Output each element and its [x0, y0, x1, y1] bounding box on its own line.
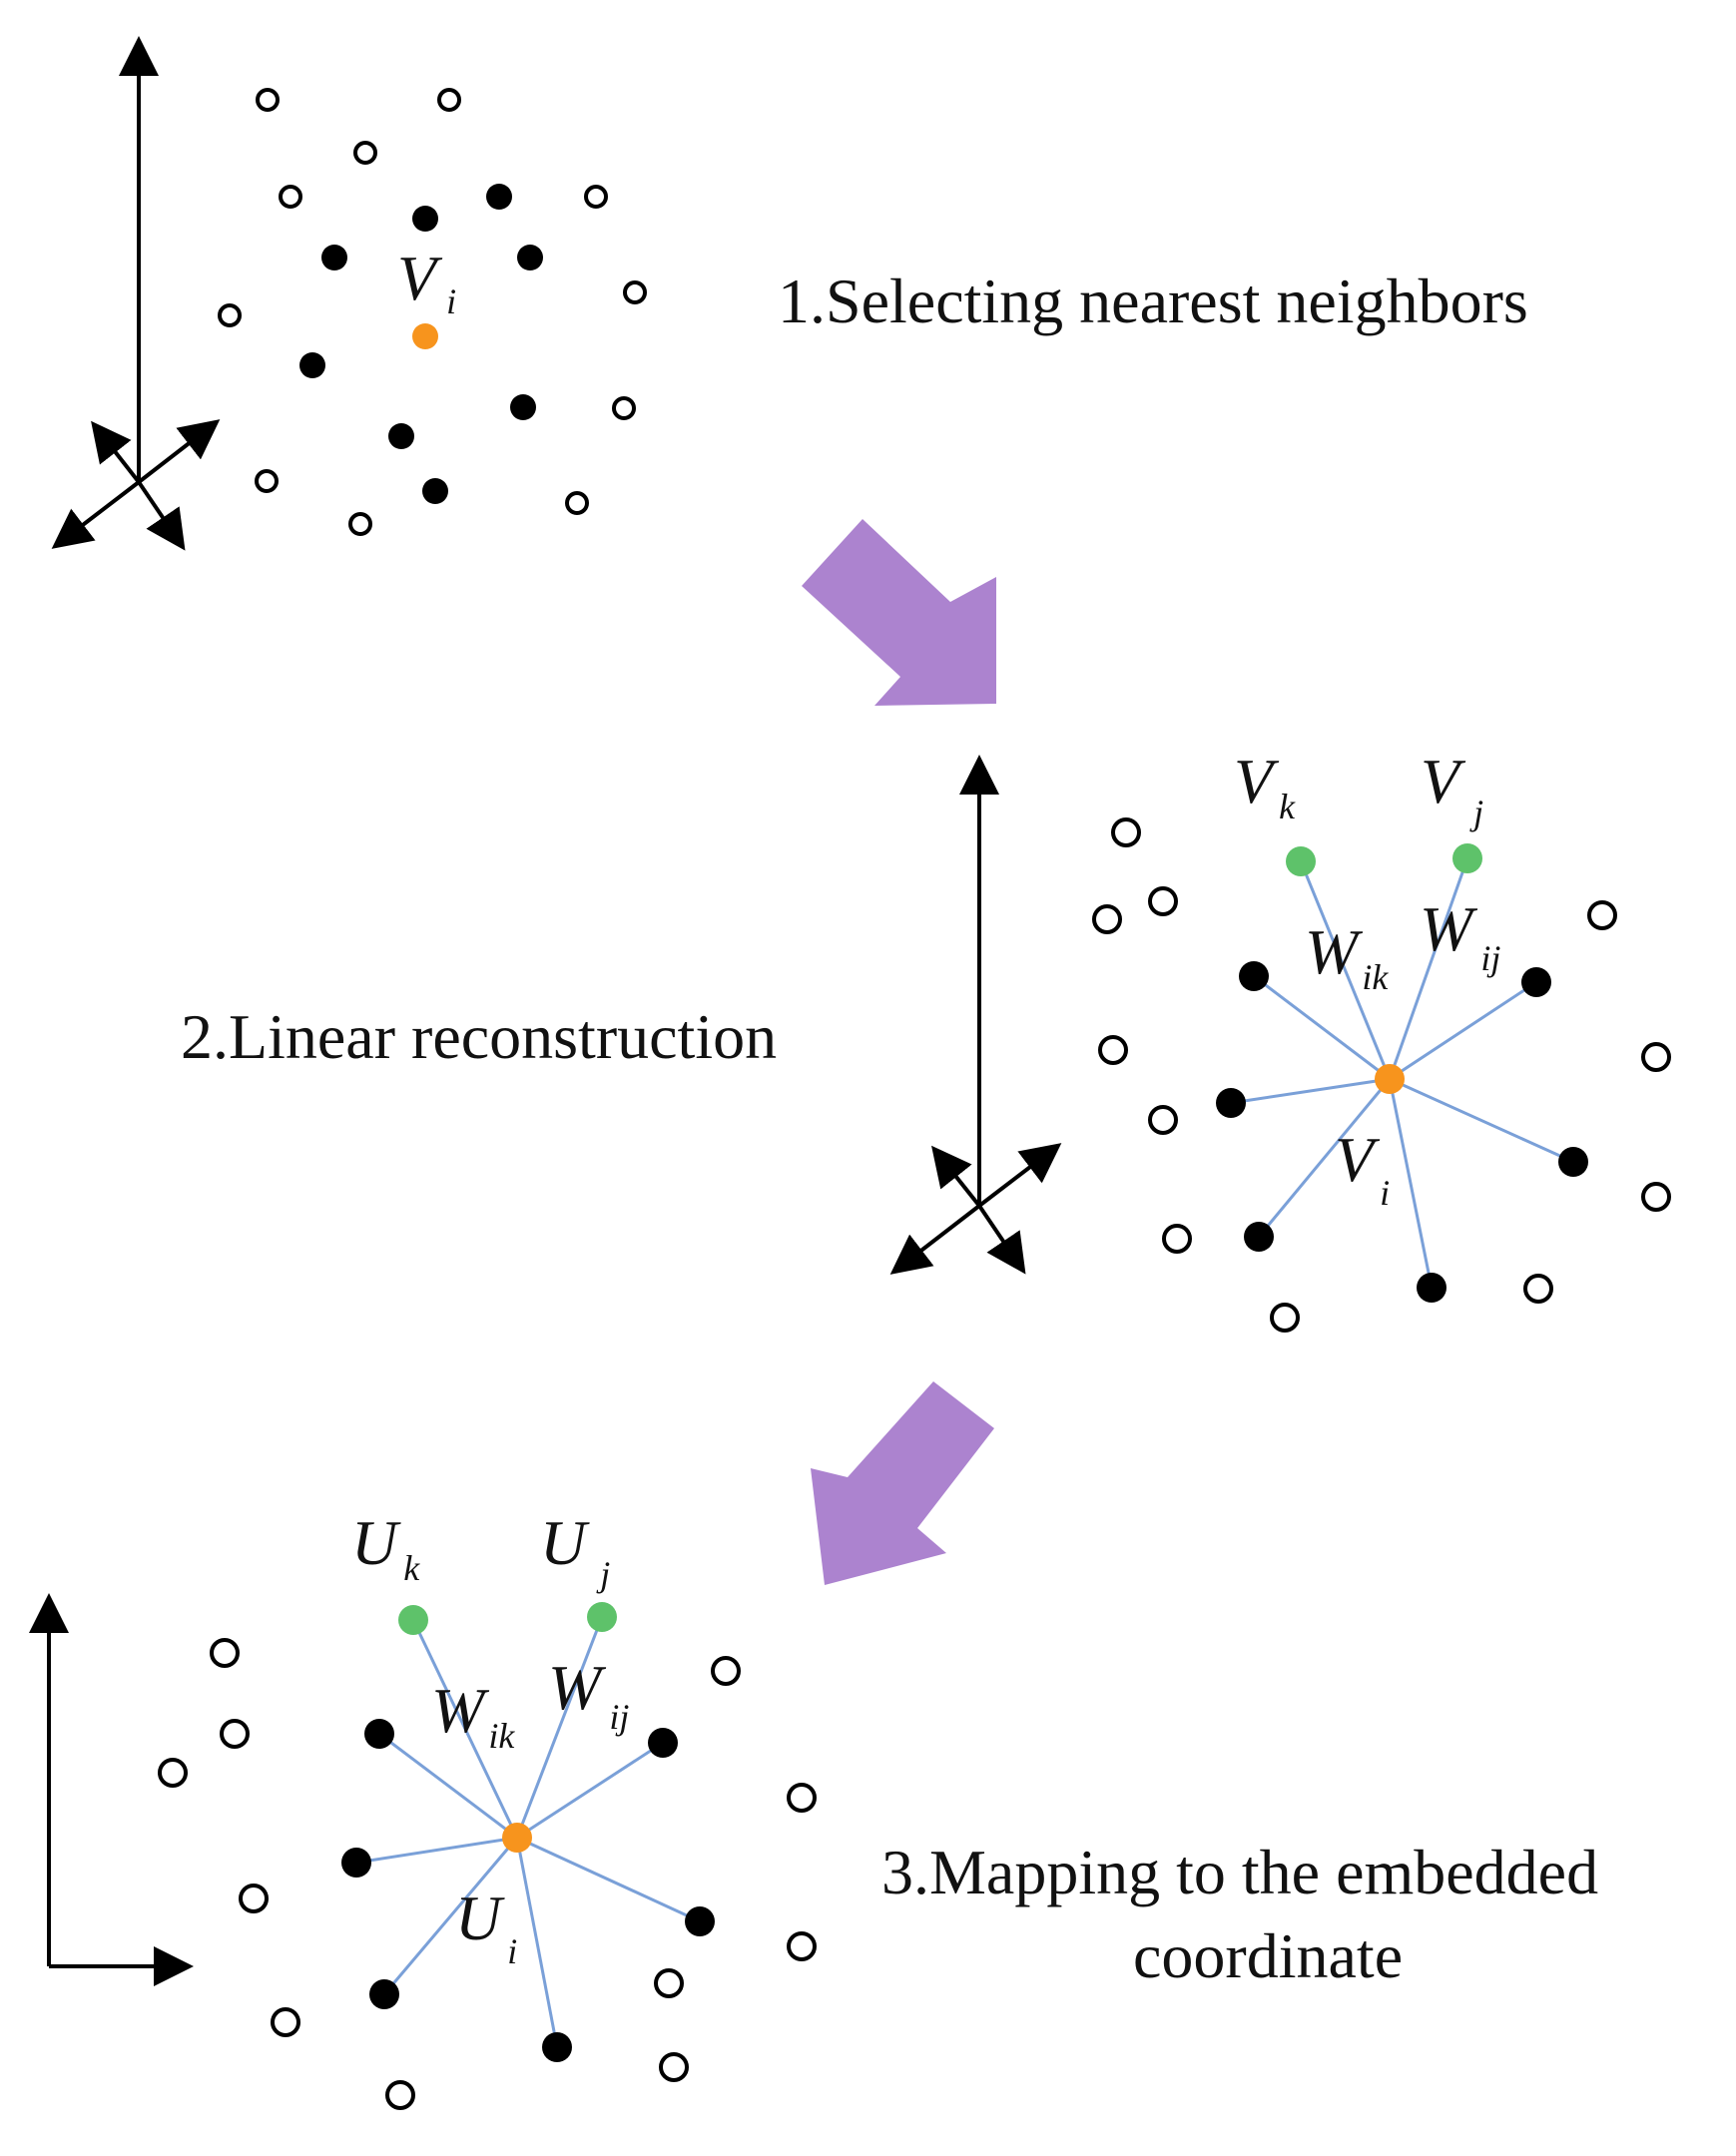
neighbor-points	[1216, 961, 1588, 1303]
axes-2d-panel-3	[28, 1593, 194, 1986]
embedding-edges	[355, 1616, 701, 2048]
step-3-label-line-1: 3.Mapping to the embedded	[881, 1837, 1598, 1907]
reconstruction-edges	[1230, 857, 1574, 1289]
step-1-label: 1.Selecting nearest neighbors	[778, 266, 1528, 336]
step-2-label: 2.Linear reconstruction	[181, 1001, 777, 1072]
center-point-vi	[1375, 1064, 1405, 1094]
neighbor-point-vj	[1452, 843, 1482, 873]
center-point-ui	[502, 1823, 532, 1853]
neighbor-point-uk	[398, 1605, 428, 1635]
neighbor-points	[341, 1719, 715, 2062]
flow-arrow-2	[811, 1381, 994, 1585]
step-3-label-line-2: coordinate	[1133, 1920, 1403, 1991]
non-neighbor-points	[218, 88, 647, 536]
neighbor-point-uj	[587, 1602, 617, 1632]
neighbor-points	[299, 184, 543, 504]
non-neighbor-points	[1092, 817, 1671, 1333]
axes-3d-panel-1	[51, 36, 221, 551]
neighbor-point-vk	[1286, 846, 1316, 876]
center-point-vi	[412, 323, 438, 349]
flow-arrow-1	[802, 519, 996, 706]
axes-3d-panel-2	[889, 755, 1062, 1275]
non-neighbor-points	[158, 1638, 817, 2110]
